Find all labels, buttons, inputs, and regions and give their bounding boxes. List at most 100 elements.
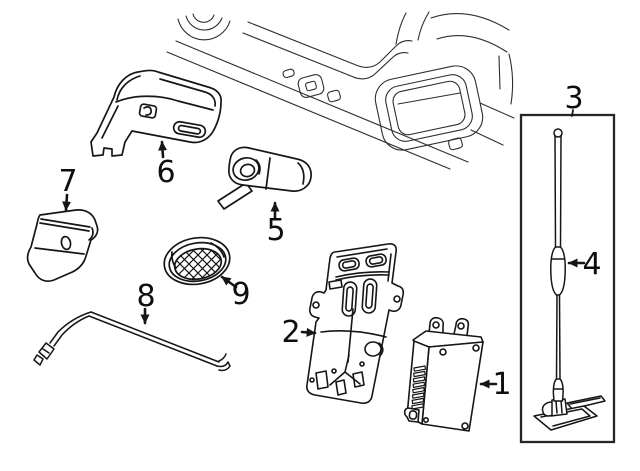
mast-tip-ball bbox=[553, 128, 563, 138]
mesh-boundary bbox=[173, 247, 223, 281]
right-tab-hole bbox=[393, 295, 401, 303]
leg-inner-line bbox=[101, 105, 119, 139]
left-flange bbox=[328, 279, 343, 290]
part-4-antenna-mast bbox=[533, 128, 606, 431]
rod-bend-inner bbox=[53, 315, 90, 347]
rod-bend-outer bbox=[49, 311, 92, 344]
neck-line-left bbox=[395, 12, 407, 45]
callout-2-label: 2 bbox=[281, 315, 300, 350]
screw-top-left bbox=[439, 348, 447, 356]
part-2-bracket-plate bbox=[306, 243, 405, 405]
rod-end-fork bbox=[216, 361, 231, 372]
recess-outer bbox=[232, 157, 260, 181]
rim-arc-right bbox=[210, 242, 225, 258]
callout-3-label: 3 bbox=[564, 81, 583, 116]
small-hole-2 bbox=[359, 361, 365, 367]
clip-square-outer bbox=[297, 74, 325, 98]
screw-bottom-left bbox=[422, 416, 429, 423]
opening-edge-inner bbox=[242, 32, 409, 80]
callout-7-arrow bbox=[62, 193, 72, 212]
ear-hole-right bbox=[457, 322, 465, 330]
mount-side-bump bbox=[541, 401, 553, 417]
strap bbox=[217, 182, 253, 210]
opening-edge-outer bbox=[247, 21, 413, 68]
strap-slot-right-outer bbox=[361, 278, 378, 314]
top-crease-1 bbox=[40, 218, 91, 228]
edge-inner-arc bbox=[88, 227, 94, 241]
callout-1-label: 1 bbox=[492, 367, 511, 402]
rail-edge-inner bbox=[166, 51, 451, 170]
callout-2-arrow bbox=[300, 327, 317, 337]
top-slot-left-outer bbox=[338, 257, 360, 272]
top-inner-line bbox=[159, 78, 216, 107]
mount-rib-2 bbox=[560, 399, 563, 414]
bracket-slot-inner bbox=[177, 124, 202, 135]
rod-line-bottom bbox=[88, 315, 218, 367]
clip-slot-right bbox=[448, 137, 463, 151]
top-inner-edge bbox=[336, 248, 388, 258]
part-3-antenna-box bbox=[519, 113, 616, 444]
callout-3-tick bbox=[571, 109, 574, 117]
callout-4-label: 4 bbox=[582, 247, 601, 282]
blade-inner-line bbox=[569, 397, 601, 405]
sunroof-frame-outer bbox=[374, 65, 484, 151]
dome-arc-small bbox=[192, 13, 215, 23]
dome-arc-mid bbox=[185, 15, 223, 31]
rod-end-flick bbox=[218, 353, 227, 362]
callout-8-label: 8 bbox=[136, 279, 155, 314]
grommet-inner-rim bbox=[168, 241, 227, 283]
right-inner-edge bbox=[387, 253, 392, 282]
cross-rib-vertical bbox=[347, 308, 354, 363]
cross-rib-horizontal bbox=[320, 329, 387, 338]
rim-arc-left bbox=[170, 251, 177, 269]
sunroof-inner-line bbox=[397, 92, 461, 105]
screw-bottom-right bbox=[461, 422, 469, 430]
part-9-grommet bbox=[163, 236, 231, 286]
mid-crease bbox=[34, 247, 85, 255]
plate-outline bbox=[306, 243, 405, 405]
part-1-module bbox=[403, 316, 484, 432]
lower-rod-right bbox=[558, 294, 561, 380]
bottom-cutout-3 bbox=[352, 371, 365, 388]
small-hole-1 bbox=[309, 377, 315, 383]
mast-base-taper bbox=[552, 378, 564, 402]
rib-line-1 bbox=[335, 271, 390, 278]
left-tab-hole bbox=[312, 301, 320, 309]
strap-slot-left-inner bbox=[345, 286, 354, 312]
callout-7-label: 7 bbox=[58, 164, 77, 199]
connector-line bbox=[42, 348, 50, 354]
small-hole-3 bbox=[331, 368, 337, 374]
sunroof-frame-middle bbox=[385, 74, 473, 142]
bracket-slot-outer bbox=[172, 120, 207, 139]
stamp-mark-squiggle bbox=[143, 106, 152, 116]
callout-5-label: 5 bbox=[266, 213, 285, 248]
boss-side-arc bbox=[378, 342, 384, 357]
neck-line-right bbox=[417, 11, 430, 41]
body-crease bbox=[265, 157, 271, 190]
rib-line-2 bbox=[335, 274, 390, 281]
mast-swell bbox=[550, 246, 566, 296]
rear-panel-outer bbox=[430, 13, 510, 31]
strap-slot-right-inner bbox=[365, 283, 374, 309]
rear-panel-inner bbox=[436, 35, 508, 53]
roof-panel-sketch bbox=[166, 11, 515, 170]
boss-cylinder bbox=[364, 341, 382, 357]
callout-9-label: 9 bbox=[231, 277, 250, 312]
recess-arc bbox=[255, 159, 261, 175]
upper-mast-right bbox=[559, 135, 562, 248]
part-7-bracket bbox=[26, 209, 99, 283]
y-rib-right bbox=[344, 371, 361, 385]
rear-panel-edge bbox=[508, 53, 514, 105]
foot-notch bbox=[408, 410, 418, 420]
rod-line-top bbox=[90, 311, 220, 363]
top-crease-2 bbox=[39, 222, 90, 232]
part-5-sensor-bracket bbox=[217, 146, 312, 210]
clip-slot-small bbox=[327, 89, 341, 103]
mount-hole bbox=[60, 235, 72, 251]
clip-square-inner bbox=[305, 80, 317, 92]
connector-pins bbox=[411, 365, 426, 410]
stamp-mark-frame bbox=[138, 103, 158, 119]
callout-6-arrow bbox=[158, 140, 168, 159]
